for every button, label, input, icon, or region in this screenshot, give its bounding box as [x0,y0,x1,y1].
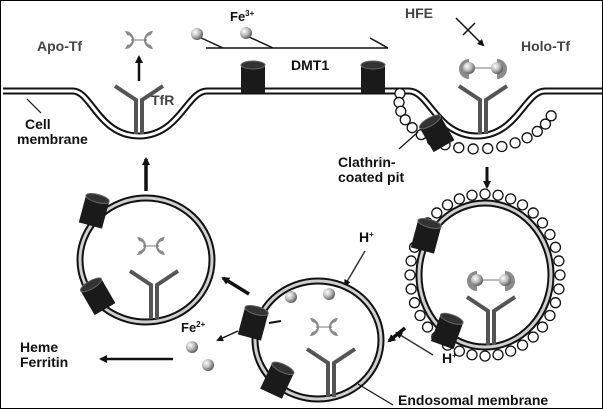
fe2-export-arrow [216,330,239,342]
clathrin-unit [404,269,416,281]
clathrin-unit [527,207,539,219]
clathrin-pointer [398,131,419,150]
clathrin-unit [492,349,504,361]
clathrin-unit [521,132,533,144]
clathrin-unit [516,199,529,211]
clathrin-unit [467,143,479,155]
block-cross [462,22,476,36]
clathrin-unit [453,193,465,205]
h-plus-top-label: H+ [359,229,374,245]
iron-ion [285,291,297,303]
clathrin-unit [405,283,417,295]
fe3-ions [191,27,389,49]
clathrin-unit [406,122,418,134]
cell-membrane-label-1: Cell [25,116,51,132]
clathrin-unit [479,188,491,200]
ferritin-label: Ferritin [20,354,68,370]
clathrin-unit [466,189,478,201]
clathrin-unit [553,255,565,267]
clathrin-unit [399,114,411,126]
iron-ion [323,288,335,300]
endosomal-membrane-pointer [357,383,394,406]
endosomal-membrane-label: Endosomal membrane [398,392,548,408]
clathrin-unit [492,189,504,201]
clathrin-unit [453,345,465,357]
clathrin-label-1: Clathrin- [338,154,396,170]
clathrin-unit [527,331,539,343]
endosome [237,277,385,403]
clathrin-unit [544,228,556,241]
clathrin-unit [505,345,517,357]
dmt1-channel [360,60,386,94]
cell-membrane-label-2: membrane [17,131,88,147]
proton-arrow-top [343,250,366,287]
clathrin-unit [554,269,566,281]
clathrin-unit [431,207,443,219]
clathrin-unit [482,142,494,155]
iron-ion [186,341,198,353]
iron-ion [202,359,214,371]
clathrin-unit [408,297,421,309]
dmt1-label: DMT1 [291,57,329,73]
tfr-label: TfR [151,92,174,108]
coated-vesicle [404,188,566,362]
clathrin-unit [479,350,491,362]
clathrin-unit [516,339,529,351]
clathrin-unit [414,309,426,322]
clathrin-unit [536,321,549,333]
hfe-arrow [455,17,485,47]
apo-tf-label: Apo-Tf [37,38,82,54]
clathrin-unit [553,283,565,295]
clathrin-unit [405,255,417,267]
heme-label: Heme [20,339,58,355]
clathrin-label-2: coated pit [338,169,404,185]
holo-tf-label: Holo-Tf [521,38,570,54]
fusion-arrow [387,326,407,343]
clathrin-unit [466,349,478,361]
apo-transferrin [124,30,154,50]
clathrin-unit [549,297,562,309]
clathrin-unit [531,125,543,138]
cell-membrane [3,87,602,140]
clathrin-unit [549,241,562,253]
h-plus-bottom-label: H+ [442,350,457,366]
clathrin-unit [509,137,521,149]
clathrin-unit [496,140,508,153]
clathrin-unit [421,321,434,333]
clathrin-unit [441,199,454,211]
recycling-arrow [221,276,250,296]
cell-membrane-pointer [26,98,42,114]
fe3-label: Fe3+ [230,9,255,24]
clathrin-unit [453,142,465,154]
proton-arrow-bottom [395,331,434,356]
clathrin-unit [544,309,556,322]
clathrin-unit [539,118,552,130]
clathrin-unit [505,193,517,205]
clathrin-unit [536,217,549,229]
fe2-label: Fe2+ [181,320,206,335]
recycling-vesicle [76,191,216,326]
hfe-label: HFE [405,5,433,21]
dmt1-channel [240,60,266,94]
clathrin-unit [545,110,557,122]
holo-transferrin [458,58,508,80]
